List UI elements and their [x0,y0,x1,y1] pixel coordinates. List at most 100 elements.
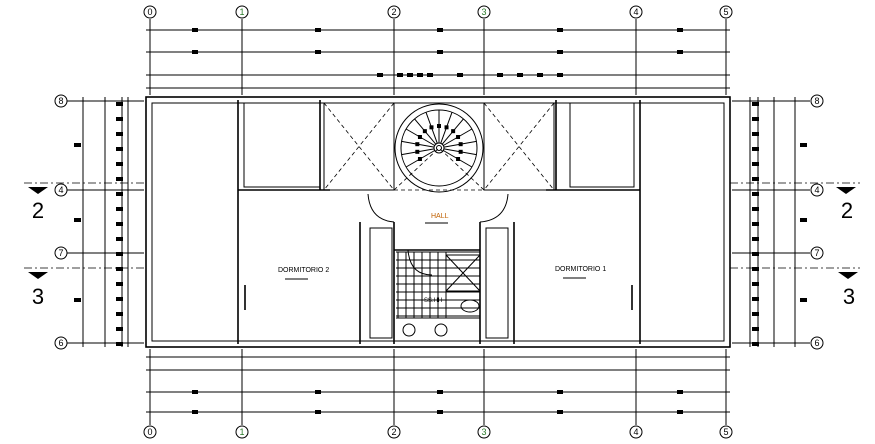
bathroom-tiles [396,251,480,319]
room-label-dormitorio-2: DORMITORIO 2 [278,267,329,274]
grid-label-2: 2 [391,427,396,437]
grid-label-8: 8 [814,96,819,106]
grid-bubble [235,425,249,439]
grid-label-4: 4 [814,185,819,195]
section-marker-3-right: 3 [838,272,858,309]
grid-bubble [477,425,491,439]
grid-label-3: 3 [481,427,486,437]
dimension-tick [116,342,123,346]
dimension-tick [557,28,563,32]
stair-post [437,124,441,128]
grid-bubble [810,336,824,350]
grid-bubble [54,94,68,108]
dimension-tick [315,28,321,32]
dimension-tick [752,252,759,256]
dimension-tick [116,162,123,166]
section-label: 2 [32,198,44,223]
dimension-tick [752,102,759,106]
dimension-tick [752,312,759,316]
grid-bubble [235,5,249,19]
grid-label-5: 5 [723,7,728,17]
grid-bubble [143,425,157,439]
dimension-tick [192,28,198,32]
grid-bubble [629,5,643,19]
dimension-tick [752,117,759,121]
grid-bubble [810,246,824,260]
grid-bubble [629,425,643,439]
grid-bubble [719,425,733,439]
dimension-tick [752,207,759,211]
dimension-tick [427,73,433,77]
grid-bubble [477,5,491,19]
dimension-tick [315,50,321,54]
grid-label-3: 3 [481,7,486,17]
dimension-tick [800,218,807,222]
grid-label-0: 0 [147,427,152,437]
dimension-tick [752,342,759,346]
dimension-tick [497,73,503,77]
dimension-tick [677,28,683,32]
dimension-tick [752,177,759,181]
grid-bubble [810,94,824,108]
dimension-tick [315,390,321,394]
dimension-tick [437,50,443,54]
doors [244,193,633,310]
dimension-tick [397,73,403,77]
grid-label-6: 6 [58,338,63,348]
dimension-tick [116,132,123,136]
section-label: 3 [843,284,855,309]
grid-bubble [54,336,68,350]
dimension-tick [800,298,807,302]
grid-label-4: 4 [58,185,63,195]
section-marker-2-left: 2 [28,187,48,223]
dimension-tick [537,73,543,77]
dimension-tick [192,50,198,54]
dimension-tick [437,390,443,394]
stair-post [415,142,420,147]
dimension-tick [557,390,563,394]
section-label: 3 [32,284,44,309]
dimension-tick [74,143,81,147]
dimension-tick [752,237,759,241]
stair-post [429,125,434,130]
sink-fixtures [402,299,480,337]
dimension-tick [752,132,759,136]
stair-post [458,142,463,147]
dimension-tick [752,282,759,286]
dimension-tick [517,73,523,77]
dimension-tick [116,267,123,271]
dimension-tick [752,297,759,301]
dimension-tick [116,237,123,241]
dimension-tick [752,192,759,196]
grid-label-6: 6 [814,338,819,348]
dimension-tick [192,390,198,394]
section-marker-3-left: 3 [28,272,48,309]
dimension-tick [457,73,463,77]
dimension-tick [752,267,759,271]
dimension-tick [116,252,123,256]
grid-bubble [719,5,733,19]
dimension-tick [437,410,443,414]
dimension-tick [315,410,321,414]
dimension-tick [116,207,123,211]
room-label-sshh: SS.HH [424,298,442,304]
grid-bubble [143,5,157,19]
grid-bubble [54,246,68,260]
grid-label-2: 2 [391,7,396,17]
dimension-tick [74,218,81,222]
grid-label-1: 1 [239,427,244,437]
dimension-tick [116,147,123,151]
grid-bubble [387,425,401,439]
grid-label-7: 7 [58,248,63,258]
spiral-stair [393,103,485,193]
stair-post [422,129,427,134]
dimension-tick [192,410,198,414]
grid-bubble [810,183,824,197]
section-label: 2 [841,198,853,223]
grid-label-4: 4 [633,427,638,437]
dimension-tick [116,327,123,331]
dimension-tick [116,102,123,106]
stair-post [444,125,449,130]
stair-post [458,149,463,154]
